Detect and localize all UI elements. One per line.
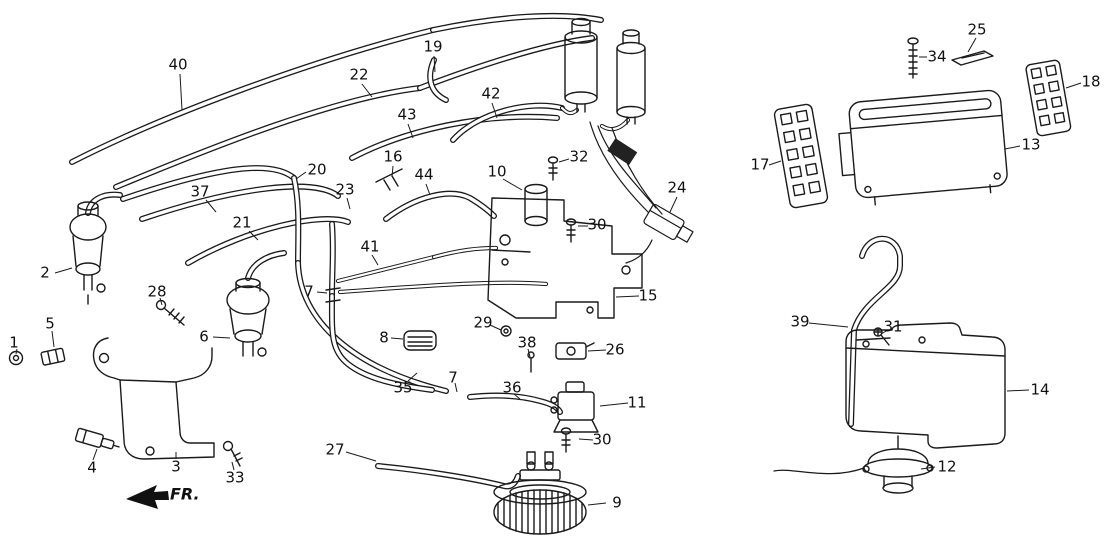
part-label-25: 25: [967, 20, 987, 39]
part-label-44: 44: [414, 165, 434, 184]
clamp-26: [555, 342, 595, 360]
wire-harness-connector-24: [589, 121, 694, 264]
part-label-20: 20: [307, 160, 327, 179]
part-label-28: 28: [147, 282, 167, 301]
frequency-valve-12: [773, 435, 934, 494]
part-label-1: 1: [9, 333, 19, 352]
part-label-39: 39: [790, 312, 810, 331]
canister-a: [564, 17, 598, 113]
part-label-9: 9: [612, 493, 622, 512]
solenoid-valve-11: [550, 381, 599, 433]
part-label-7: 7: [448, 368, 458, 387]
part-label-30: 30: [587, 215, 607, 234]
part-label-41: 41: [360, 237, 380, 256]
grommet-8: [403, 330, 437, 351]
part-label-34: 34: [927, 47, 947, 66]
part-label-33: 33: [225, 468, 245, 487]
control-box-lower-14: [845, 322, 1006, 449]
part-label-18: 18: [1081, 72, 1101, 91]
part-label-35: 35: [393, 378, 413, 397]
part-label-22: 22: [349, 65, 369, 84]
control-box-upper-13: [838, 89, 1008, 206]
part-label-29: 29: [473, 313, 493, 332]
bushing-5: [40, 347, 66, 366]
part-label-37: 37: [190, 182, 210, 201]
part-label-3: 3: [171, 457, 181, 476]
part-label-5: 5: [45, 314, 55, 333]
part-label-31: 31: [883, 317, 903, 336]
canister-b: [616, 29, 646, 125]
part-label-42: 42: [481, 84, 501, 103]
part-label-32: 32: [569, 147, 589, 166]
connector-strip-18: [1025, 59, 1072, 137]
part-label-36: 36: [502, 378, 522, 397]
fr-arrow: [126, 485, 169, 509]
stud-38: [527, 351, 535, 373]
leader-lines: [15, 37, 1082, 506]
screw-30-upper: [565, 218, 577, 243]
nut-29: [500, 325, 512, 337]
screw-33: [222, 440, 243, 467]
screw-31: [873, 327, 890, 346]
part-label-30: 30: [592, 430, 612, 449]
part-label-15: 15: [638, 286, 658, 305]
part-label-10: 10: [487, 162, 507, 181]
connector-strip-17: [773, 103, 829, 209]
part-label-24: 24: [667, 178, 687, 197]
part-label-21: 21: [232, 213, 252, 232]
tube-joint-7: [325, 287, 341, 303]
part-label-6: 6: [199, 327, 209, 346]
part-label-43: 43: [397, 105, 417, 124]
fr-direction-label: FR.: [170, 484, 200, 504]
part-label-12: 12: [937, 457, 957, 476]
part-label-13: 13: [1021, 135, 1041, 154]
check-valve-6: [226, 277, 270, 357]
screw-32: [547, 156, 559, 181]
part-label-17: 17: [750, 155, 770, 174]
bracket-3: [92, 337, 215, 460]
screw-28: [155, 299, 185, 326]
screw-34: [907, 37, 919, 79]
t-joint-16: [375, 168, 403, 191]
part-label-14: 14: [1030, 380, 1050, 399]
screw-30-lower: [560, 427, 572, 453]
fitting-4: [74, 427, 120, 450]
part-label-26: 26: [605, 340, 625, 359]
part-label-2: 2: [40, 263, 50, 282]
part-label-11: 11: [627, 393, 647, 412]
part-label-19: 19: [423, 37, 443, 56]
cylinder-10: [524, 183, 548, 227]
part-label-27: 27: [325, 440, 345, 459]
air-chamber-9: [493, 451, 587, 535]
part-label-4: 4: [87, 458, 97, 477]
clip-25: [951, 50, 994, 66]
part-label-40: 40: [168, 55, 188, 74]
mount-bracket-15: [487, 197, 643, 319]
part-label-38: 38: [517, 333, 537, 352]
part-label-23: 23: [335, 180, 355, 199]
part-label-16: 16: [383, 147, 403, 166]
check-valve-2: [69, 201, 107, 305]
part-label-8: 8: [379, 328, 389, 347]
part-label-7: 7: [304, 282, 314, 301]
